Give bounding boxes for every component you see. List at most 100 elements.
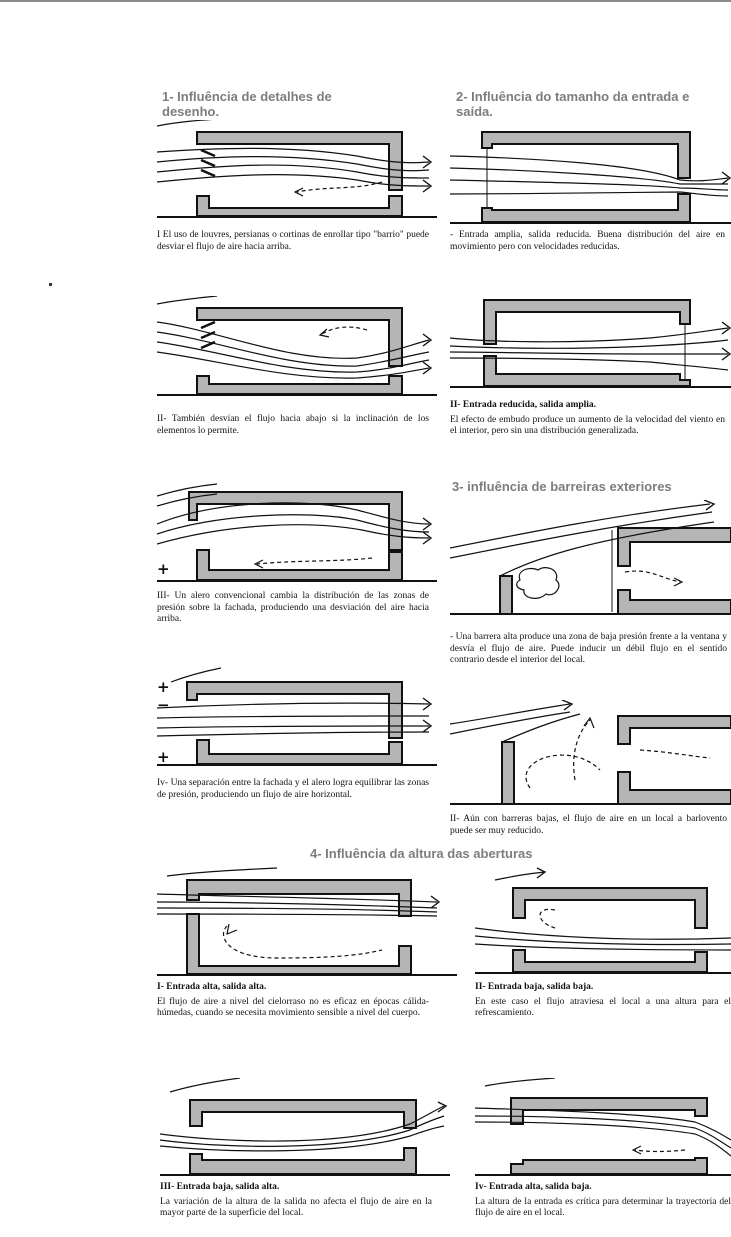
floor-wall: [481, 193, 691, 223]
roof-wall: [481, 131, 691, 179]
roof-wall: [617, 527, 731, 567]
eddy-flow: [525, 754, 601, 789]
panel-1-iv: + − + Iv- Una separación entre la fachad…: [157, 666, 437, 826]
section-1-heading: 1- Influência de detalhes de desenho.: [162, 89, 332, 119]
panel-2-i: - Entrada amplia, salida reducida. Buena…: [450, 120, 731, 280]
flow-line: [475, 927, 731, 940]
arrow-head: [721, 171, 731, 185]
caption-4-i-body: El flujo de aire a nivel del cielorraso …: [157, 996, 429, 1019]
roof-wall: [512, 887, 708, 929]
flow-line: [157, 493, 218, 507]
floor-wall: [196, 375, 403, 395]
caption-4-iv-title: Iv- Entrada alta, salida baja.: [475, 1182, 592, 1192]
flow-line: [157, 524, 430, 545]
caption-4-i: I- Entrada alta, salida alta. El flujo d…: [157, 982, 429, 1023]
arrow-head: [422, 531, 433, 545]
diagram-4-iv: [475, 1078, 731, 1176]
eddy: [516, 567, 560, 599]
arrow-head: [631, 1145, 642, 1155]
flow-line: [157, 351, 430, 379]
caption-4-iv-body: La altura de la entrada es crítica para …: [475, 1196, 731, 1219]
arrow-head: [253, 559, 264, 569]
diagram-3-ii: [450, 700, 731, 805]
flow-line: [157, 514, 430, 535]
flow-line: [170, 667, 222, 683]
arrow-head: [430, 895, 441, 909]
floor-wall: [512, 949, 708, 973]
diagram-2-i: [450, 131, 731, 224]
flow-line: [450, 511, 713, 559]
return-flow: [256, 557, 373, 565]
flow-line: [450, 167, 728, 185]
roof-wall: [196, 307, 403, 367]
pressure-minus-sign: −: [157, 696, 170, 714]
flow-line: [157, 901, 438, 909]
arrow-head: [721, 321, 731, 335]
panel-2-ii: II- Entrada reducida, salida amplia. El …: [450, 290, 731, 470]
section-4-heading: 4- Influência da altura das aberturas: [310, 846, 533, 861]
flow-line: [157, 174, 430, 187]
arrow-head: [422, 155, 433, 169]
arrow-head: [422, 517, 433, 531]
flow-line: [475, 1115, 731, 1149]
roof-wall: [189, 1099, 417, 1129]
exterior-barrier: [499, 575, 513, 615]
flow-line: [157, 483, 218, 497]
diagram-4-i: [157, 867, 457, 976]
flow-line: [450, 503, 711, 549]
arrow-head: [293, 187, 304, 197]
caption-4-iii-title: III- Entrada baja, salida alta.: [160, 1182, 280, 1192]
section-2-heading: 2- Influência do tamanho da entrada e sa…: [456, 89, 690, 119]
panel-3-i: - Una barrera alta produce una zona de b…: [450, 500, 731, 700]
caption-4-iii-body: La variación de la altura de la salida n…: [160, 1196, 432, 1219]
pressure-plus-sign: +: [157, 560, 170, 578]
arrow-head: [422, 697, 433, 711]
flow-line: [157, 502, 430, 525]
return-flow: [222, 925, 383, 959]
flow-line: [450, 351, 728, 355]
section-3-heading: 3- influência de barreiras exteriores: [452, 479, 672, 494]
flow-line: [157, 702, 430, 709]
panel-1-ii: II- También desvían el flujo hacia abajo…: [157, 296, 437, 466]
roof-wall: [186, 879, 412, 917]
diagram-4-iii: [160, 1078, 450, 1176]
roof-wall: [483, 299, 691, 345]
return-flow: [634, 1149, 686, 1153]
weak-flow: [639, 749, 711, 759]
flow-line: [450, 357, 729, 371]
roof-wall: [188, 491, 403, 551]
arrow-head: [536, 867, 547, 879]
flow-line: [160, 1115, 445, 1147]
return-flow: [539, 908, 556, 929]
diagram-1-iv: + − +: [157, 667, 437, 766]
flow-line: [157, 147, 430, 164]
arrow-head: [437, 1101, 448, 1113]
exterior-barrier: [501, 741, 515, 805]
caption-4-ii-title: II- Entrada baja, salida baja.: [475, 982, 594, 992]
caption-1-i: I El uso de louvres, persianas o cortina…: [157, 230, 429, 252]
caption-2-ii-body: El efecto de embudo produce un aumento d…: [450, 414, 725, 437]
flow-line: [157, 893, 438, 903]
panel-4-iii: III- Entrada baja, salida alta. La varia…: [160, 1078, 450, 1237]
floor-wall: [196, 549, 403, 581]
flow-line: [494, 871, 546, 881]
reverse-flow: [624, 570, 681, 583]
caption-1-iii: III- Un alero convencional cambia la dis…: [157, 591, 429, 624]
arrow-head: [422, 333, 433, 347]
caption-2-ii: II- Entrada reducida, salida amplia. El …: [450, 400, 725, 441]
flow-line: [501, 713, 581, 743]
floor-wall: [189, 1147, 417, 1175]
flow-line: [157, 120, 213, 127]
flow-line: [475, 943, 731, 951]
arrow-head: [226, 923, 238, 935]
arrow-head: [422, 179, 433, 193]
caption-2-ii-title: II- Entrada reducida, salida amplia.: [450, 400, 597, 410]
caption-4-i-title: I- Entrada alta, salida alta.: [157, 982, 267, 992]
flow-line: [499, 521, 715, 577]
arrow-head: [673, 577, 684, 587]
flow-line: [450, 179, 729, 191]
panel-4-iv: Iv- Entrada alta, salida baja. La altura…: [475, 1078, 731, 1237]
return-flow: [321, 326, 368, 335]
arrow-head: [318, 328, 330, 338]
arrow-head: [561, 700, 574, 711]
